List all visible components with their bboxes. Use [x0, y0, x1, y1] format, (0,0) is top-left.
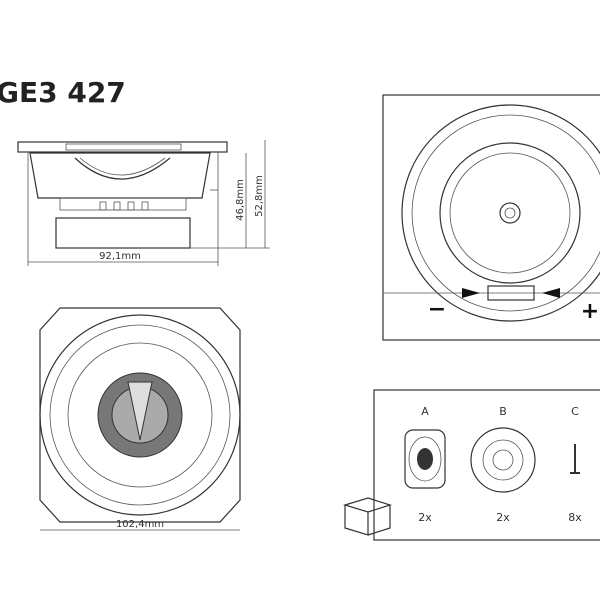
front-width-dimension: 102,4mm — [116, 519, 164, 530]
item-a-qty: 2x — [418, 511, 432, 524]
package-contents: A B C 2x 2x 8x — [342, 389, 600, 541]
side-view: 92,1mm 46,8mm 52,8mm — [17, 140, 270, 266]
item-a-letter: A — [421, 405, 429, 418]
item-c-qty: 8x — [568, 511, 582, 524]
grille-item-icon — [470, 427, 536, 493]
item-c-letter: C — [571, 405, 579, 418]
width-dimension: 92,1mm — [99, 251, 141, 262]
plus-terminal-label: + — [581, 299, 599, 324]
item-b-letter: B — [499, 405, 507, 418]
minus-terminal-label: − — [428, 297, 446, 322]
speaker-item-icon — [404, 429, 446, 489]
item-b-qty: 2x — [496, 511, 510, 524]
total-height-dimension: 52,8mm — [254, 175, 265, 217]
inner-height-dimension: 46,8mm — [235, 179, 246, 221]
front-view: 102,4mm — [39, 307, 241, 531]
rear-view: − + — [382, 94, 600, 341]
box-icon — [342, 497, 392, 536]
model-title: GE3 427 — [0, 76, 126, 109]
